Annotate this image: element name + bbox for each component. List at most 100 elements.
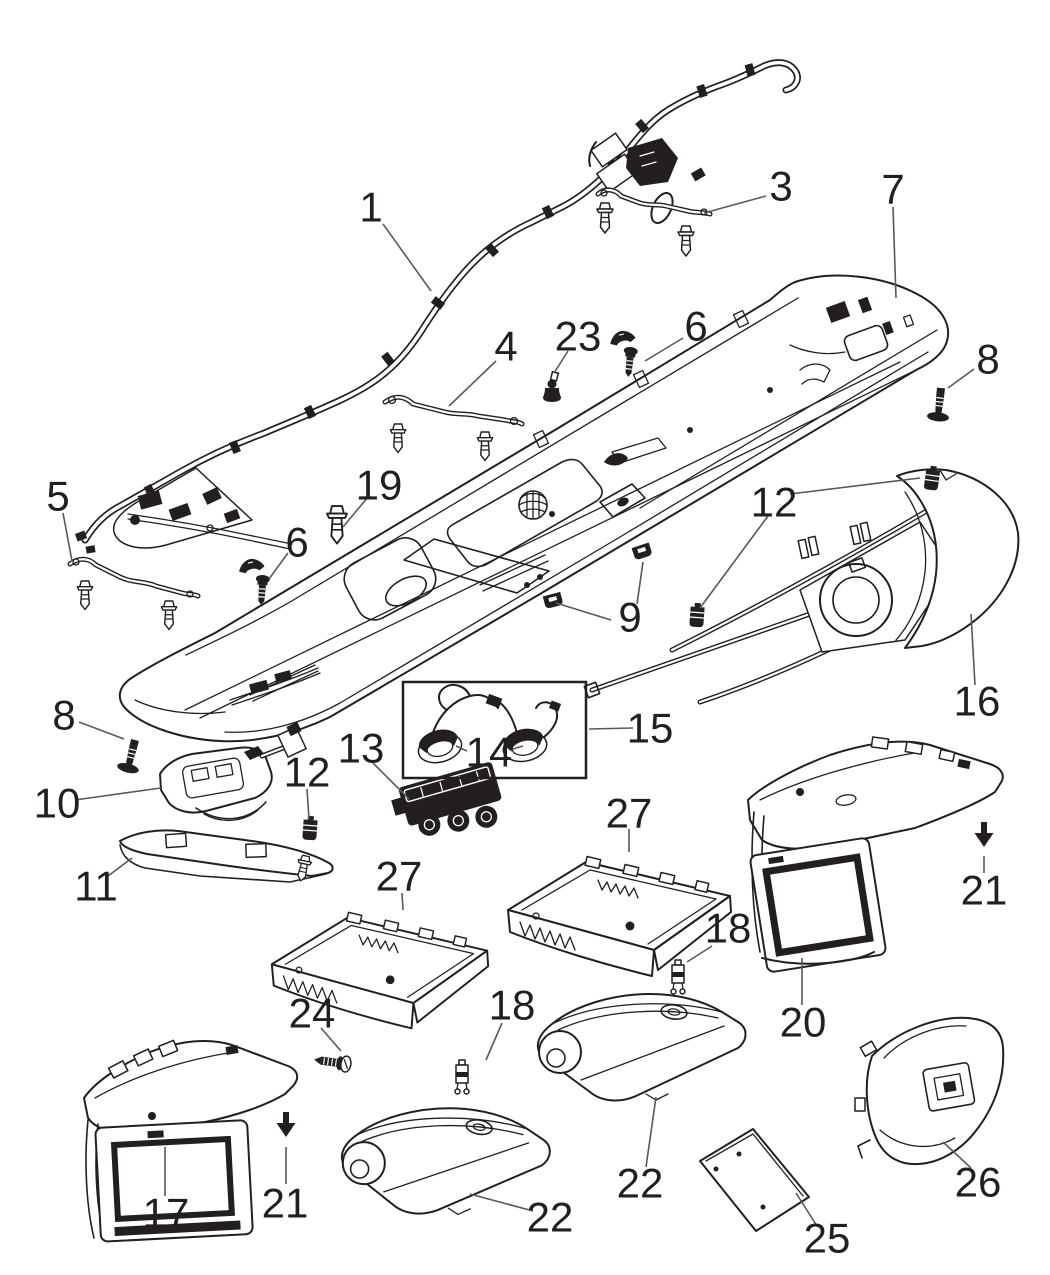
callout-leader-line xyxy=(78,721,125,740)
part-10-reading-lamp xyxy=(159,721,307,821)
callout-leader-line xyxy=(686,945,713,963)
harness-mirror-bracket xyxy=(74,467,293,554)
callout-number: 8 xyxy=(52,692,75,739)
part-27-lamp-housing-right xyxy=(507,855,732,977)
callout-leader-line xyxy=(382,223,432,292)
harness-connector-cluster xyxy=(588,132,706,224)
callout-number: 27 xyxy=(606,790,653,837)
part-1-wiring-harness xyxy=(74,59,801,554)
callout-18: 18 xyxy=(686,905,752,963)
callout-8: 8 xyxy=(947,336,1000,389)
callout-leader-line xyxy=(795,1192,818,1227)
bezel-mounting-posts xyxy=(797,521,872,560)
callout-leader-line xyxy=(636,561,644,605)
console-nose-detail xyxy=(134,667,321,715)
callout-leader-line xyxy=(469,1193,534,1212)
part-8-screw-right xyxy=(925,386,953,424)
callout-number: 24 xyxy=(289,990,336,1037)
callout-leader-line xyxy=(306,788,310,820)
callout-leader-line xyxy=(455,745,468,752)
callout-8: 8 xyxy=(52,692,125,740)
callout-number: 21 xyxy=(961,867,1008,914)
callout-12: 12 xyxy=(284,749,331,820)
callout-6: 6 xyxy=(644,303,708,362)
callout-16: 16 xyxy=(954,613,1000,725)
callout-1: 1 xyxy=(359,184,432,292)
callout-number: 3 xyxy=(769,163,792,210)
callout-leader-line xyxy=(703,195,767,214)
part-16-rear-bezel xyxy=(583,468,1020,705)
callout-leader-line xyxy=(448,360,497,407)
callout-leader-line xyxy=(892,206,897,299)
callout-number: 8 xyxy=(976,336,999,383)
callout-leader-line xyxy=(942,1141,972,1169)
part-12-clip-mid xyxy=(688,601,706,629)
callout-number: 27 xyxy=(376,853,423,900)
callout-21: 21 xyxy=(262,1147,309,1227)
part-26-rear-cover xyxy=(854,1016,1005,1166)
callout-leader-line xyxy=(644,337,684,362)
callout-number: 22 xyxy=(617,1160,664,1207)
part-12-clip-bottom xyxy=(301,814,319,842)
callout-number: 18 xyxy=(489,982,536,1029)
callout-19: 19 xyxy=(342,462,403,528)
callout-21: 21 xyxy=(961,856,1008,914)
callout-number: 22 xyxy=(527,1194,574,1241)
callout-26: 26 xyxy=(942,1141,1002,1206)
callout-leader-line xyxy=(947,368,975,389)
callout-23: 23 xyxy=(553,313,602,374)
callout-22: 22 xyxy=(469,1193,574,1241)
callout-leader-line xyxy=(970,613,976,686)
callout-24: 24 xyxy=(289,990,342,1052)
callout-number: 20 xyxy=(780,999,827,1046)
part-14-wiring-jumper xyxy=(417,683,562,764)
callout-leader-line xyxy=(789,477,921,495)
callout-leader-line xyxy=(485,1022,503,1061)
callout-number: 12 xyxy=(284,749,331,796)
callout-leader-line xyxy=(401,892,404,911)
callout-number: 7 xyxy=(881,166,904,213)
callout-leader-line xyxy=(553,350,569,374)
callout-leader-line xyxy=(74,787,162,801)
callout-number: 15 xyxy=(627,705,674,752)
callout-17: 17 xyxy=(143,1147,190,1237)
callout-number: 14 xyxy=(466,729,513,776)
callout-number: 23 xyxy=(555,313,602,360)
press-arrow-down-icon xyxy=(276,1112,296,1137)
part-20-video-screen-right xyxy=(747,736,1004,973)
console-basket-detail xyxy=(518,490,555,520)
part-3-bracket xyxy=(595,187,713,257)
callout-number: 4 xyxy=(494,323,517,370)
callout-14: 14 xyxy=(455,729,524,776)
callout-number: 6 xyxy=(285,519,308,566)
callout-12: 12 xyxy=(699,477,921,609)
part-23-ball-stud xyxy=(542,370,562,403)
callout-number: 18 xyxy=(705,905,752,952)
callout-number: 9 xyxy=(618,594,641,641)
part-11-trim-door xyxy=(119,829,334,883)
callout-25: 25 xyxy=(795,1192,850,1262)
part-25-mounting-plate xyxy=(699,1128,810,1232)
part-22-dome-lamp-lower xyxy=(339,1103,553,1220)
callout-number: 21 xyxy=(262,1180,309,1227)
part-6-screw-and-clip-left xyxy=(236,555,271,607)
part-18-clip-left xyxy=(454,1059,470,1095)
callout-leader-line xyxy=(588,727,634,730)
part-17-video-screen-left xyxy=(83,1039,299,1243)
callout-leader-line xyxy=(372,762,410,800)
callout-number: 6 xyxy=(684,303,707,350)
part-6-screw-and-clip-top xyxy=(607,327,639,379)
callout-number: 26 xyxy=(955,1159,1002,1206)
callout-18: 18 xyxy=(485,982,536,1061)
callout-number: 12 xyxy=(751,479,798,526)
callout-number: 19 xyxy=(356,462,403,509)
callout-7: 7 xyxy=(881,166,905,299)
part-9-clip-upper xyxy=(631,542,653,561)
part-22-dome-lamp-mid xyxy=(536,993,747,1102)
callout-10: 10 xyxy=(34,780,162,827)
callout-number: 17 xyxy=(143,1190,190,1237)
callout-3: 3 xyxy=(703,163,793,214)
callout-15: 15 xyxy=(588,705,674,752)
